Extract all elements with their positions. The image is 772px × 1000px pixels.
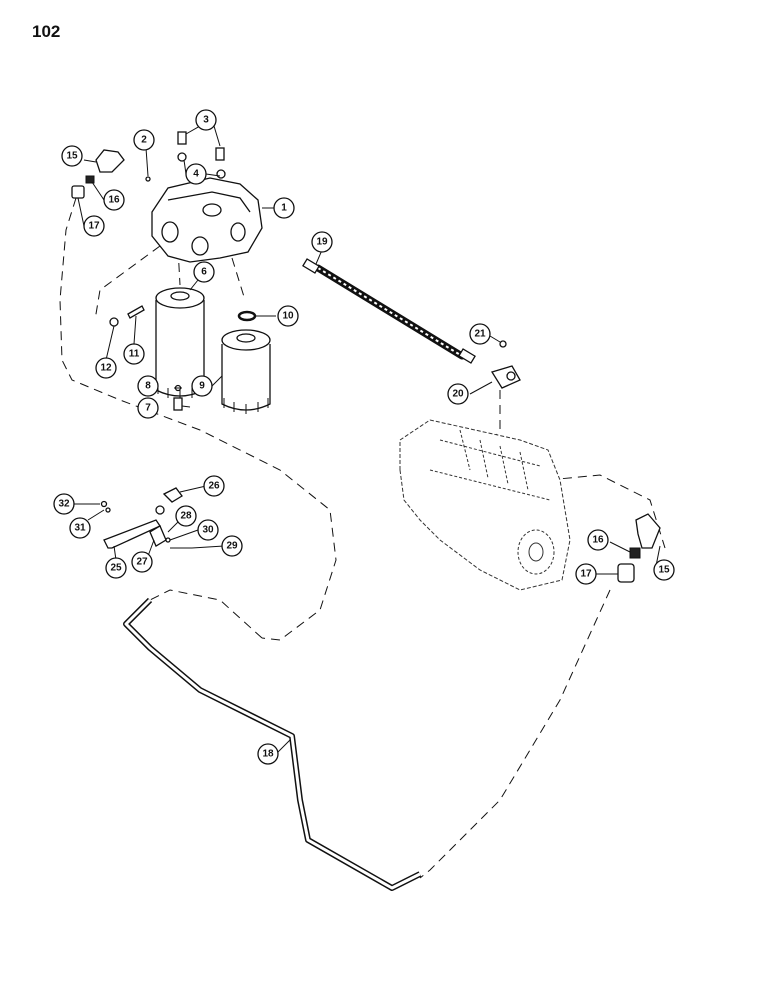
elbow-fitting-left [71,149,125,199]
callout-label: 21 [474,329,486,340]
callout-label: 15 [658,565,670,576]
callout-label: 2 [141,135,147,146]
callout-label: 19 [316,237,328,248]
callout-label: 1 [281,203,287,214]
callout-label: 18 [262,749,274,760]
callout-25: 25 [105,557,127,579]
callout-17-left: 17 [83,215,105,237]
callout-label: 17 [88,221,100,232]
filter-cartridge-9 [221,329,271,414]
callout-15-left: 15 [61,145,83,167]
callout-label: 29 [226,541,238,552]
callout-4: 4 [185,163,207,185]
dashed-routing-lines [59,197,666,879]
fuel-line [302,258,507,364]
page-number: 102 [32,22,61,41]
callout-7: 7 [137,397,159,419]
callout-label: 26 [208,481,220,492]
callout-32: 32 [53,493,75,515]
callout-label: 10 [282,311,294,322]
callout-16-right: 16 [587,529,609,551]
callout-20: 20 [447,383,469,405]
callout-6: 6 [193,261,215,283]
callout-label: 17 [580,569,592,580]
callout-label: 9 [199,381,205,392]
callout-1: 1 [273,197,295,219]
callout-3: 3 [195,109,217,131]
callout-label: 31 [74,523,86,534]
callout-label: 3 [203,115,209,126]
callout-label: 8 [145,381,151,392]
callout-16-left: 16 [103,189,125,211]
callout-12: 12 [95,357,117,379]
callout-label: 30 [202,525,214,536]
callout-28: 28 [175,505,197,527]
callout-label: 16 [108,195,120,206]
callout-17-right: 17 [575,563,597,585]
callout-label: 28 [180,511,192,522]
filter-head [151,177,263,263]
elbow-fitting-right [617,513,661,583]
callout-2: 2 [133,129,155,151]
head-bolts [145,131,226,182]
callout-label: 16 [592,535,604,546]
callout-label: 20 [452,389,464,400]
callout-label: 4 [193,169,199,180]
callout-label: 32 [58,499,70,510]
callout-29: 29 [221,535,243,557]
callout-26: 26 [203,475,225,497]
return-line-tube [123,597,422,891]
callout-15-right: 15 [653,559,675,581]
leader-lines [74,125,661,753]
callout-21: 21 [469,323,491,345]
callout-label: 25 [110,563,122,574]
callout-11: 11 [123,343,145,365]
callout-27: 27 [131,551,153,573]
callout-8: 8 [137,375,159,397]
callout-10: 10 [277,305,299,327]
callout-label: 12 [100,363,112,374]
callout-18: 18 [257,743,279,765]
injection-pump [399,419,571,591]
bracket-assembly [100,487,192,549]
callout-19: 19 [311,231,333,253]
callout-label: 27 [136,557,148,568]
callout-label: 15 [66,151,78,162]
callout-label: 7 [145,403,151,414]
callout-30: 30 [197,519,219,541]
callout-9: 9 [191,375,213,397]
callout-31: 31 [69,517,91,539]
banjo-fitting [490,365,521,389]
callout-label: 6 [201,267,207,278]
callout-label: 11 [129,349,140,360]
